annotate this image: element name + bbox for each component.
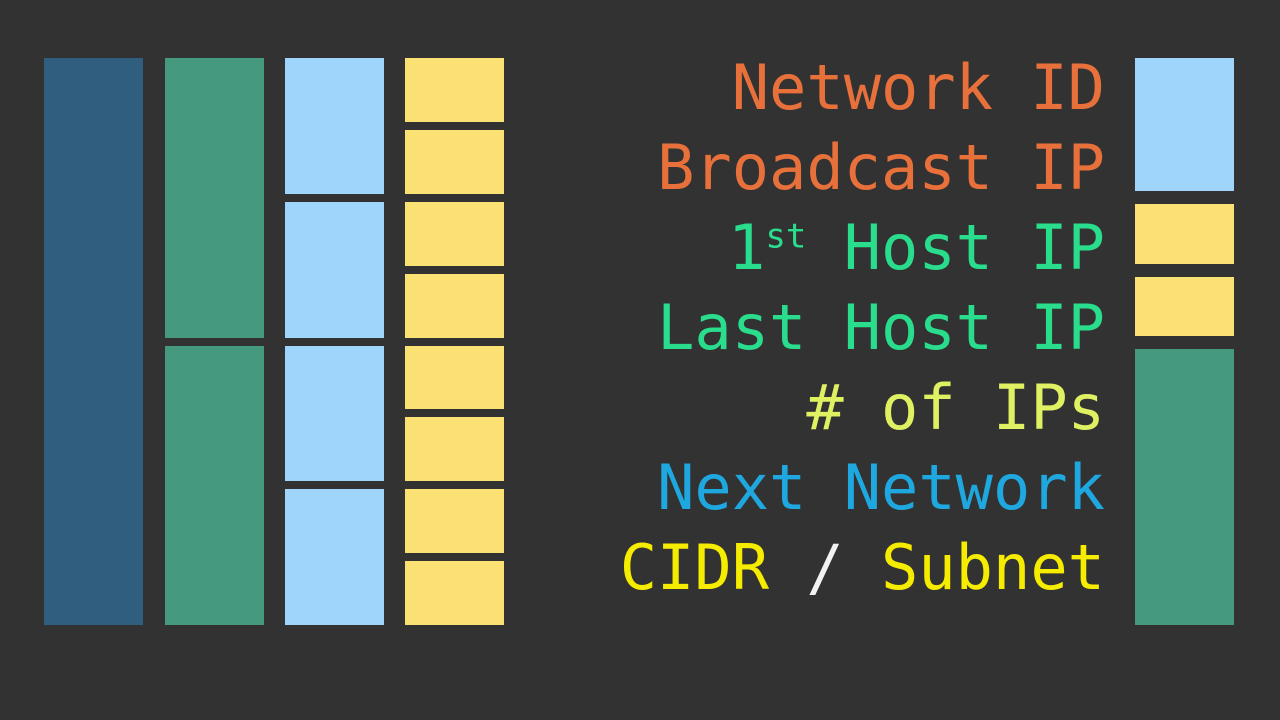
eighth-column-segment [405, 489, 504, 554]
eighth-column-segment [405, 561, 504, 625]
eighth-column-segment [405, 417, 504, 482]
eighth-column-segment [405, 273, 504, 338]
swatch-eighth-b [1135, 276, 1234, 337]
eighth-column [405, 58, 504, 625]
legend-text-suffix: Host IP [806, 211, 1105, 284]
legend-row-cidr-subnet: CIDR / Subnet [520, 528, 1105, 608]
legend-swatch-column [1135, 58, 1234, 625]
legend-row-first-host-ip: 1st Host IP [520, 208, 1105, 288]
legend-text: # of IPs [806, 371, 1105, 444]
legend-text-prefix: 1 [728, 211, 766, 284]
legend-text: Broadcast IP [657, 131, 1105, 204]
eighth-column-segment [405, 201, 504, 266]
legend-row-broadcast-ip: Broadcast IP [520, 128, 1105, 208]
quarter-column-segment [285, 201, 384, 338]
legend-row-next-network: Next Network [520, 448, 1105, 528]
eighth-column-segment [405, 129, 504, 194]
network-column-segment [44, 58, 143, 625]
legend-text: Next Network [657, 451, 1105, 524]
legend-text: Network ID [731, 51, 1105, 124]
quarter-column [285, 58, 384, 625]
legend-row-last-host-ip: Last Host IP [520, 288, 1105, 368]
eighth-column-segment [405, 58, 504, 122]
swatch-eighth-a [1135, 203, 1234, 264]
network-column [44, 58, 143, 625]
legend-text-separator: / [806, 531, 844, 604]
legend-row-network-id: Network ID [520, 48, 1105, 128]
swatch-half [1135, 349, 1234, 625]
half-column-segment [165, 345, 264, 625]
legend-text-before: CIDR [619, 531, 807, 604]
legend-row-ip-count: # of IPs [520, 368, 1105, 448]
legend-text-superscript: st [765, 216, 807, 257]
legend-text: Last Host IP [657, 291, 1105, 364]
quarter-column-segment [285, 58, 384, 194]
half-column-segment [165, 58, 264, 338]
quarter-column-segment [285, 489, 384, 625]
half-column [165, 58, 264, 625]
eighth-column-segment [405, 345, 504, 410]
quarter-column-segment [285, 345, 384, 482]
legend-text-after: Subnet [843, 531, 1105, 604]
swatch-quarter [1135, 58, 1234, 191]
